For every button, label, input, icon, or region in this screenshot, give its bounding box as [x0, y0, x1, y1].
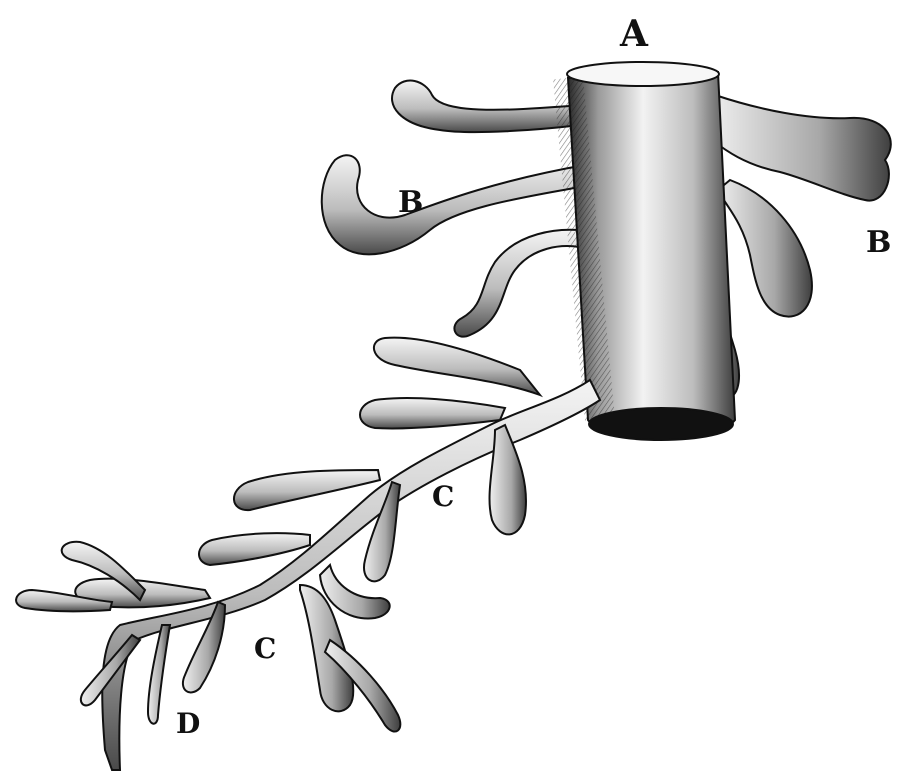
label-b-right: B — [866, 225, 891, 260]
label-c-lower: C — [254, 632, 276, 665]
label-a: A — [619, 13, 649, 55]
lobules — [16, 338, 540, 732]
label-b-left: B — [398, 185, 423, 220]
label-c-upper: C — [432, 480, 454, 513]
label-d: D — [176, 707, 200, 740]
